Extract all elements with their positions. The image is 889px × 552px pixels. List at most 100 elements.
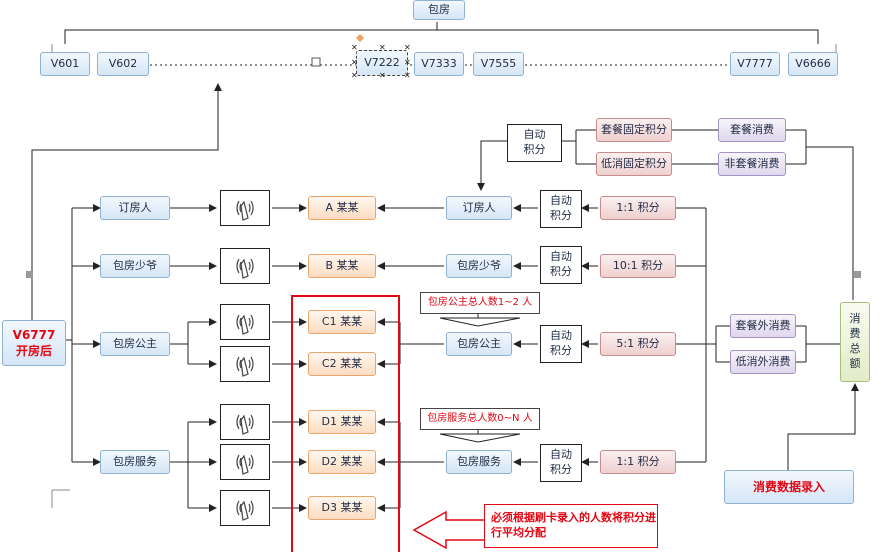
- room-label: V6666: [795, 56, 831, 70]
- ratio-node-hostess: 5:1 积分: [600, 332, 676, 356]
- card-reader-box: [220, 444, 270, 480]
- nfc-card-reader-icon: [236, 356, 254, 377]
- person-label: C1 某某: [321, 314, 363, 328]
- person-label: D1 某某: [321, 414, 363, 428]
- role-hostess-left: 包房公主: [100, 332, 170, 356]
- total-char: 消: [849, 312, 861, 326]
- root-node: 包房: [413, 0, 465, 20]
- auto-points-hostess: 自动积分: [540, 325, 582, 363]
- auto-points-line2: 积分: [550, 209, 572, 222]
- room-label: V7555: [480, 56, 517, 70]
- nfc-card-reader-icon: [236, 414, 254, 435]
- room-node-v602: V602: [97, 52, 149, 76]
- note-service-count: 包房服务总人数0~N 人: [420, 408, 540, 430]
- role-label: 包房服务: [457, 454, 501, 468]
- total-consumption-node: 消 费 总 额: [840, 302, 870, 382]
- callout-text: 必须根据刷卡录入的人数将积分进行平均分配: [491, 511, 656, 539]
- room-label: V7777: [737, 56, 773, 70]
- room-node-v7555: V7555: [473, 52, 524, 76]
- card-reader-box: [220, 404, 270, 440]
- note-text: 包房公主总人数1~2 人: [427, 297, 533, 309]
- role-label: 包房公主: [113, 336, 157, 350]
- role-booker-right: 订房人: [446, 196, 512, 220]
- total-char: 额: [849, 356, 861, 370]
- ratio-node-booker: 1:1 积分: [600, 196, 676, 220]
- role-label: 包房少爷: [113, 258, 157, 272]
- role-hostess-right: 包房公主: [446, 332, 512, 356]
- auto-points-line1: 自动: [523, 128, 546, 142]
- person-label: B 某某: [325, 258, 359, 272]
- package-points-label: 套餐固定积分: [601, 122, 667, 136]
- data-entry-label: 消费数据录入: [752, 479, 825, 494]
- auto-points-line2: 积分: [523, 143, 546, 156]
- consumption-label: 低消外消费: [735, 354, 791, 368]
- package-consumption: 套餐消费: [718, 118, 786, 142]
- room-label: V601: [50, 56, 80, 70]
- nfc-card-reader-icon: [236, 314, 254, 335]
- role-waiter-right: 包房少爷: [446, 254, 512, 278]
- package-points-label: 低消固定积分: [601, 156, 667, 170]
- card-reader-box: [220, 346, 270, 382]
- consumption-label: 套餐消费: [730, 122, 774, 136]
- role-booker-left: 订房人: [100, 196, 170, 220]
- card-reader-box: [220, 304, 270, 340]
- person-node-a: A 某某: [308, 196, 376, 220]
- selection-handle-icon[interactable]: ✕: [404, 58, 411, 67]
- opened-room-node: V6777 开房后: [2, 320, 66, 366]
- person-label: D2 某某: [321, 454, 363, 468]
- extra-package-consumption: 套餐外消费: [730, 314, 796, 338]
- ratio-label: 5:1 积分: [616, 336, 660, 350]
- nfc-card-reader-icon: [236, 500, 254, 521]
- non-package-consumption: 非套餐消费: [718, 152, 786, 176]
- auto-points-line2: 积分: [550, 344, 572, 357]
- opened-room-code: V6777: [12, 327, 56, 342]
- consumption-label: 套餐外消费: [735, 318, 791, 332]
- auto-points-service: 自动积分: [540, 444, 582, 482]
- person-label: D3 某某: [321, 500, 363, 514]
- auto-points-line1: 自动: [550, 329, 572, 343]
- selection-handle-icon[interactable]: ✕: [404, 71, 411, 80]
- auto-points-line1: 自动: [550, 194, 572, 208]
- split-points-callout: 必须根据刷卡录入的人数将积分进行平均分配: [484, 504, 658, 548]
- selection-handle-icon[interactable]: ✕: [379, 71, 386, 80]
- selection-handle-icon[interactable]: ✕: [351, 43, 358, 52]
- role-label: 包房服务: [113, 454, 157, 468]
- person-label: A 某某: [325, 200, 359, 214]
- room-label: V7222: [364, 55, 400, 69]
- note-hostess-count: 包房公主总人数1~2 人: [420, 292, 540, 314]
- extra-min-spend-consumption: 低消外消费: [730, 350, 796, 374]
- auto-points-waiter: 自动积分: [540, 246, 582, 284]
- ratio-node-waiter: 10:1 积分: [600, 254, 676, 278]
- ratio-node-service: 1:1 积分: [600, 450, 676, 474]
- selection-handle-icon[interactable]: ✕: [404, 43, 411, 52]
- person-node-c2: C2 某某: [308, 352, 376, 376]
- room-node-v7222: V7222: [356, 50, 408, 76]
- note-text: 包房服务总人数0~N 人: [427, 413, 533, 425]
- role-label: 包房公主: [457, 336, 501, 350]
- role-waiter-left: 包房少爷: [100, 254, 170, 278]
- auto-points-line2: 积分: [550, 265, 572, 278]
- room-node-v7333: V7333: [414, 52, 464, 76]
- room-node-v601: V601: [40, 52, 90, 76]
- auto-points-line1: 自动: [550, 250, 572, 264]
- total-char: 费: [849, 327, 861, 341]
- role-label: 订房人: [118, 200, 152, 214]
- consumption-label: 非套餐消费: [724, 156, 780, 170]
- role-service-right: 包房服务: [446, 450, 512, 474]
- person-node-c1: C1 某某: [308, 310, 376, 334]
- ratio-label: 1:1 积分: [616, 454, 660, 468]
- card-reader-box: [220, 248, 270, 284]
- root-label: 包房: [428, 2, 450, 16]
- person-node-b: B 某某: [308, 254, 376, 278]
- package-fixed-points: 套餐固定积分: [596, 118, 672, 142]
- nfc-card-reader-icon: [236, 258, 254, 279]
- nfc-card-reader-icon: [236, 454, 254, 475]
- person-node-d3: D3 某某: [308, 496, 376, 520]
- selection-handle-icon[interactable]: ✕: [379, 43, 386, 52]
- person-node-d1: D1 某某: [308, 410, 376, 434]
- auto-points-top: 自动积分: [507, 124, 562, 162]
- person-label: C2 某某: [321, 356, 363, 370]
- selection-handle-icon[interactable]: ✕: [351, 71, 358, 80]
- selection-handle-icon[interactable]: ✕: [351, 58, 358, 67]
